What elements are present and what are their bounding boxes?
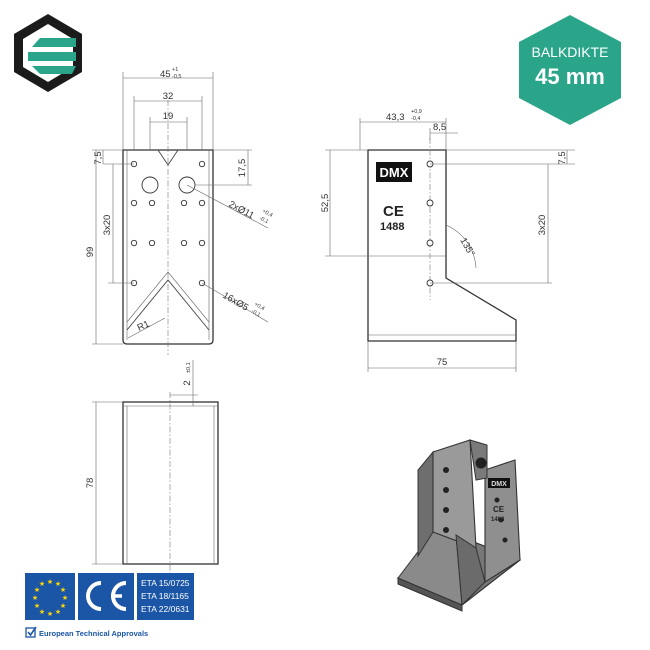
svg-text:+0,4: +0,4 <box>261 208 273 218</box>
eta-list: ETA 15/0725 ETA 18/1165 ETA 22/0631 <box>137 573 194 620</box>
svg-text:7,5: 7,5 <box>93 151 104 164</box>
eta-3: ETA 22/0631 <box>141 604 190 614</box>
svg-text:75: 75 <box>437 357 448 368</box>
svg-text:★: ★ <box>32 594 38 602</box>
svg-text:-0,5: -0,5 <box>172 74 181 80</box>
svg-text:16xØ5: 16xØ5 <box>221 290 251 314</box>
svg-text:★: ★ <box>55 580 61 588</box>
3d-render: DMX CE 1488 <box>396 439 522 612</box>
svg-text:52,5: 52,5 <box>320 194 331 213</box>
svg-text:★: ★ <box>39 608 45 616</box>
certification-block: ★★★ ★★★ ★★★ ★★★ ETA 15/0725 ETA 18/1165 … <box>25 573 194 638</box>
svg-text:CE: CE <box>493 505 505 514</box>
hexagon-stripes-logo <box>14 14 82 92</box>
approvals-label: European Technical Approvals <box>39 629 148 638</box>
dmx-logo: DMX <box>376 162 412 182</box>
svg-text:8,5: 8,5 <box>433 122 446 133</box>
svg-text:+1: +1 <box>172 67 178 73</box>
svg-text:DMX: DMX <box>491 481 507 488</box>
svg-text:17,5: 17,5 <box>237 159 248 178</box>
svg-text:43,3: 43,3 <box>386 112 405 123</box>
svg-text:±0,1: ±0,1 <box>186 362 192 373</box>
ce-number: 1488 <box>380 221 404 233</box>
svg-text:R1: R1 <box>136 319 152 334</box>
badge-line2: 45 mm <box>535 64 605 89</box>
eu-flag-icon: ★★★ ★★★ ★★★ ★★★ <box>25 573 75 620</box>
svg-text:19: 19 <box>163 111 174 122</box>
ce-mark-icon <box>78 573 134 620</box>
bottom-view: 2 ±0,1 78 <box>85 360 219 575</box>
svg-text:+0,9: +0,9 <box>411 109 422 115</box>
svg-text:★: ★ <box>55 608 61 616</box>
svg-text:★: ★ <box>47 578 53 586</box>
front-small-holes <box>130 160 206 287</box>
svg-text:DMX: DMX <box>380 165 409 180</box>
svg-text:3x20: 3x20 <box>537 215 548 236</box>
svg-text:★: ★ <box>47 610 53 618</box>
svg-text:-0,4: -0,4 <box>411 116 420 122</box>
svg-text:99: 99 <box>85 247 96 258</box>
side-view: DMX CE 1488 43,3 +0,9 -0,4 8,5 52,5 7,5 … <box>320 109 575 372</box>
badge-line1: BALKDIKTE <box>531 44 608 60</box>
svg-text:78: 78 <box>85 478 96 489</box>
svg-text:★: ★ <box>34 586 40 594</box>
ce-mark: CE <box>383 203 404 220</box>
svg-text:-0,1: -0,1 <box>258 215 269 225</box>
svg-text:1488: 1488 <box>491 517 505 523</box>
svg-text:★: ★ <box>62 594 68 602</box>
eta-2: ETA 18/1165 <box>141 591 189 601</box>
svg-text:★: ★ <box>34 602 40 610</box>
svg-text:2xØ11: 2xØ11 <box>227 199 256 222</box>
svg-text:★: ★ <box>60 586 66 594</box>
svg-text:-0,1: -0,1 <box>250 309 261 319</box>
beam-width-badge: BALKDIKTE 45 mm <box>519 15 621 125</box>
svg-text:★: ★ <box>39 580 45 588</box>
svg-text:32: 32 <box>163 91 174 102</box>
side-holes <box>426 160 434 287</box>
svg-text:45: 45 <box>160 69 171 80</box>
checkbox-icon <box>25 626 37 638</box>
eta-1: ETA 15/0725 <box>141 578 190 588</box>
svg-text:3x20: 3x20 <box>102 215 113 236</box>
front-view: 45 +1 -0,5 32 19 99 7,5 3x20 17,5 2xØ11 … <box>85 67 273 355</box>
svg-text:+0,4: +0,4 <box>253 302 265 313</box>
svg-text:2: 2 <box>182 380 193 385</box>
svg-text:★: ★ <box>60 602 66 610</box>
svg-text:7,5: 7,5 <box>557 151 568 164</box>
